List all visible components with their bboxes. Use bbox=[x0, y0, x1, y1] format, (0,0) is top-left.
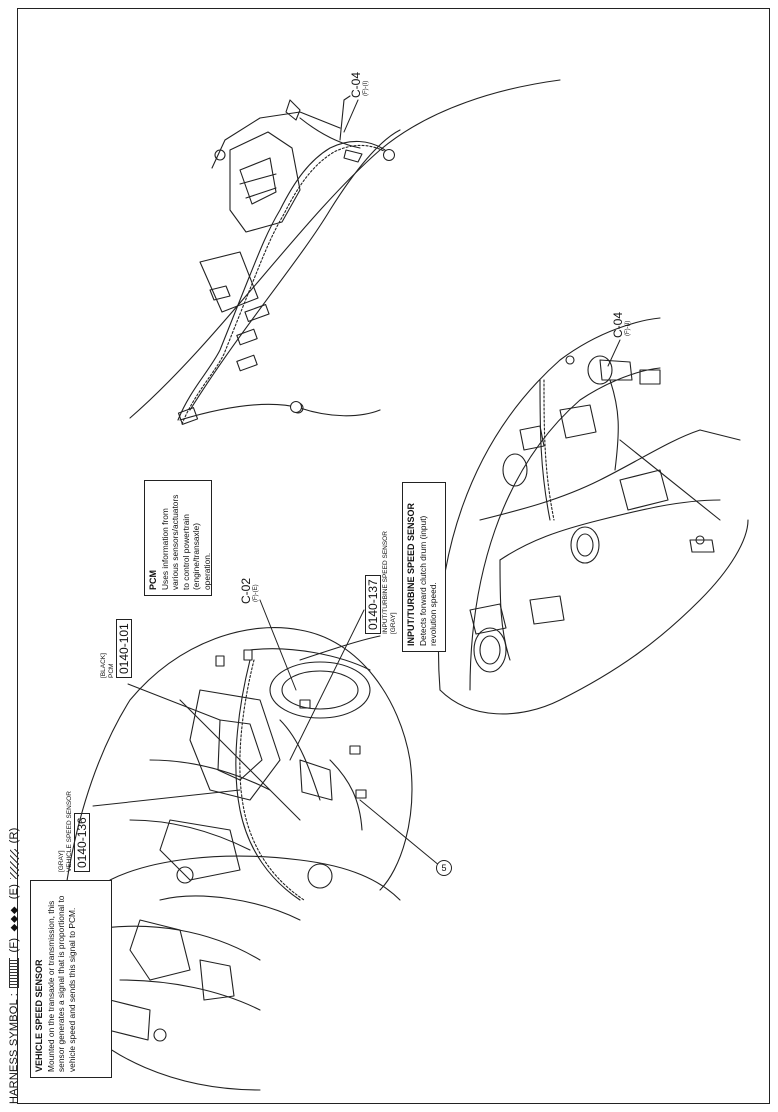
input-turbine-title: INPUT/TURBINE SPEED SENSOR bbox=[406, 502, 416, 646]
legend-r-label: (R) bbox=[8, 827, 20, 844]
connector-c04-dashboard-id: C-04 bbox=[611, 311, 625, 338]
vehicle-speed-sensor-description: Mounted on the transaxle or transmission… bbox=[45, 895, 77, 1072]
vehicle-speed-sensor-box: VEHICLE SPEED SENSOR Mounted on the tran… bbox=[30, 880, 112, 1078]
ground-point-marker-5: 5 bbox=[436, 860, 452, 876]
vehicle-speed-sensor-title: VEHICLE SPEED SENSOR bbox=[34, 959, 44, 1072]
dashboard-drawing bbox=[437, 317, 749, 715]
r-harness-symbol-icon bbox=[9, 848, 19, 879]
code-137-color: [GRAY] bbox=[389, 612, 397, 634]
code-101-number: 0140-101 bbox=[116, 619, 132, 678]
code-101-color: [BLACK] bbox=[100, 653, 107, 678]
leader-lines bbox=[92, 99, 621, 867]
connector-c04-dashboard-harness: (F)-(I) bbox=[625, 320, 631, 336]
legend-prefix: HARNESS SYMBOL : bbox=[8, 993, 20, 1104]
code-136-name: VEHICLE SPEED SENSOR bbox=[65, 791, 73, 872]
page-border bbox=[17, 8, 770, 1104]
code-101-name: PCM bbox=[107, 663, 115, 678]
terminal-mark-b bbox=[383, 149, 395, 161]
code-label-0140-137: 0140-137 INPUT/TURBINE SPEED SENSOR [GRA… bbox=[364, 531, 397, 634]
connector-c04-top-id: C-04 bbox=[349, 71, 363, 98]
legend-f-label: (F) bbox=[8, 937, 20, 953]
harness-symbol-legend: HARNESS SYMBOL : (F) ◆◆◆ (E) (R) bbox=[8, 828, 20, 1104]
connector-c02-harness: (F)-(E) bbox=[253, 584, 259, 602]
engine-compartment-drawing bbox=[58, 627, 413, 1091]
code-136-number: 0140-136 bbox=[74, 813, 90, 872]
code-137-number: 0140-137 bbox=[365, 575, 381, 634]
input-turbine-description: Detects forward clutch drum (input) revo… bbox=[417, 515, 439, 646]
legend-e-label: (E) bbox=[8, 883, 20, 900]
code-137-name: INPUT/TURBINE SPEED SENSOR bbox=[382, 531, 389, 634]
connector-c02: C-02 (F)-(E) bbox=[239, 577, 260, 604]
input-turbine-speed-sensor-box: INPUT/TURBINE SPEED SENSOR Detects forwa… bbox=[402, 482, 446, 652]
pcm-title: PCM bbox=[148, 570, 158, 590]
terminal-mark-a bbox=[290, 401, 302, 413]
connector-c02-id: C-02 bbox=[239, 577, 253, 604]
f-harness-symbol-icon bbox=[9, 957, 20, 988]
pcm-description: Uses information from various sensors/ac… bbox=[159, 494, 212, 590]
code-label-0140-136: [GRAY] VEHICLE SPEED SENSOR 0140-136 bbox=[58, 791, 91, 872]
e-harness-symbol-icon: ◆◆◆ bbox=[9, 905, 20, 932]
pcm-box: PCM Uses information from various sensor… bbox=[144, 480, 212, 596]
code-label-0140-101: [BLACK] PCM 0140-101 bbox=[100, 619, 133, 678]
connector-c04-top-harness: (F)-(I) bbox=[363, 80, 369, 96]
connector-c04-top: C-04 (F)-(I) bbox=[349, 71, 370, 98]
body-panel-harness-drawing bbox=[129, 79, 561, 425]
code-136-color: [GRAY] bbox=[58, 850, 65, 872]
connector-c04-dashboard: C-04 (F)-(I) bbox=[611, 311, 632, 338]
